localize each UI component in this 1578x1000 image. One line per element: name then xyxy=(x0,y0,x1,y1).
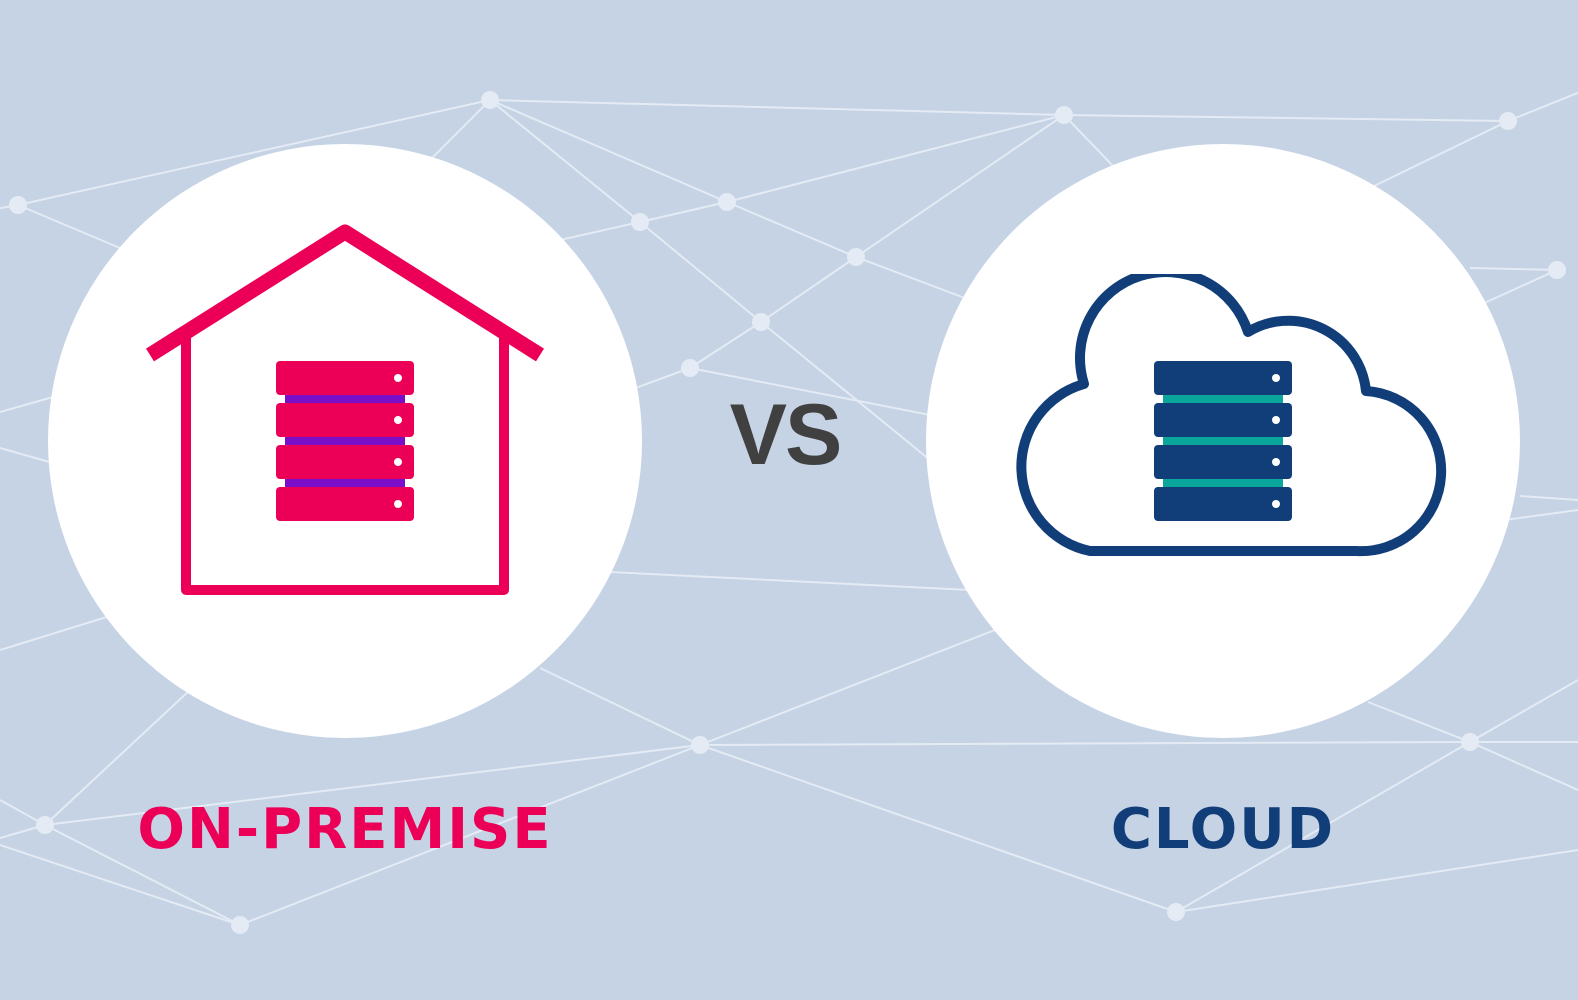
network-line xyxy=(699,741,1471,746)
network-line xyxy=(539,667,701,746)
server-unit xyxy=(276,403,414,437)
network-line xyxy=(489,99,641,223)
network-line xyxy=(1469,741,1578,791)
cloud-server-icon xyxy=(1016,274,1447,557)
network-line xyxy=(689,321,762,369)
network-node xyxy=(36,816,54,834)
server-led xyxy=(394,500,402,508)
network-line xyxy=(1175,849,1578,913)
server-unit xyxy=(276,445,414,479)
server-rack-icon xyxy=(1154,361,1292,521)
server-unit xyxy=(1154,445,1292,479)
cloud-label: CLOUD xyxy=(1110,797,1336,862)
network-node xyxy=(481,91,499,109)
network-node xyxy=(231,916,249,934)
house-server-icon xyxy=(145,224,545,595)
network-line xyxy=(44,744,701,826)
network-node xyxy=(718,193,736,211)
network-node xyxy=(691,736,709,754)
network-line xyxy=(629,367,691,391)
server-led xyxy=(1272,374,1280,382)
network-line xyxy=(0,844,241,926)
network-node xyxy=(847,248,865,266)
server-unit xyxy=(276,487,414,521)
network-line xyxy=(1367,701,1471,743)
network-node xyxy=(631,213,649,231)
network-line xyxy=(639,201,728,223)
network-node xyxy=(1461,733,1479,751)
network-line xyxy=(1507,91,1578,122)
server-connector xyxy=(1163,380,1283,500)
network-line xyxy=(1479,269,1558,306)
network-line xyxy=(44,689,191,826)
on-premise-label: ON-PREMISE xyxy=(137,797,553,862)
network-line xyxy=(760,321,931,461)
network-node xyxy=(752,313,770,331)
network-line xyxy=(609,571,971,591)
server-connector xyxy=(285,380,405,500)
server-led xyxy=(1272,500,1280,508)
network-line xyxy=(699,627,1001,746)
network-line xyxy=(1175,741,1471,913)
network-line xyxy=(17,99,491,206)
network-line xyxy=(1369,120,1509,189)
network-line xyxy=(1469,267,1558,271)
network-node xyxy=(681,359,699,377)
server-unit xyxy=(1154,487,1292,521)
server-rack-icon xyxy=(276,361,414,521)
network-line xyxy=(44,824,241,926)
house-roof xyxy=(145,224,545,362)
network-line xyxy=(1063,114,1116,169)
network-line xyxy=(0,394,61,413)
network-line xyxy=(1063,114,1509,122)
network-line xyxy=(1519,495,1578,501)
network-line xyxy=(559,221,641,241)
network-line xyxy=(726,114,1065,203)
network-node xyxy=(1055,106,1073,124)
server-led xyxy=(394,458,402,466)
server-unit xyxy=(276,361,414,395)
network-node xyxy=(1499,112,1517,130)
network-line xyxy=(689,367,931,416)
network-line xyxy=(17,204,121,249)
network-line xyxy=(699,744,1177,913)
network-line xyxy=(639,221,762,323)
server-unit xyxy=(1154,403,1292,437)
versus-text: VS xyxy=(729,387,843,483)
network-line xyxy=(0,615,111,651)
server-led xyxy=(1272,416,1280,424)
network-node xyxy=(9,196,27,214)
server-led xyxy=(394,416,402,424)
network-line xyxy=(760,256,857,323)
network-line xyxy=(855,114,1065,258)
network-line xyxy=(239,744,701,926)
house-walls xyxy=(181,337,509,595)
server-unit xyxy=(1154,361,1292,395)
network-line xyxy=(726,201,857,258)
server-led xyxy=(1272,458,1280,466)
network-node xyxy=(1548,261,1566,279)
network-line xyxy=(489,99,1065,116)
cloud-outline xyxy=(1016,274,1447,557)
network-line xyxy=(1504,509,1578,521)
network-line xyxy=(855,256,971,301)
network-line xyxy=(1469,679,1578,743)
network-node xyxy=(1167,903,1185,921)
server-led xyxy=(394,374,402,382)
network-line xyxy=(489,99,728,203)
